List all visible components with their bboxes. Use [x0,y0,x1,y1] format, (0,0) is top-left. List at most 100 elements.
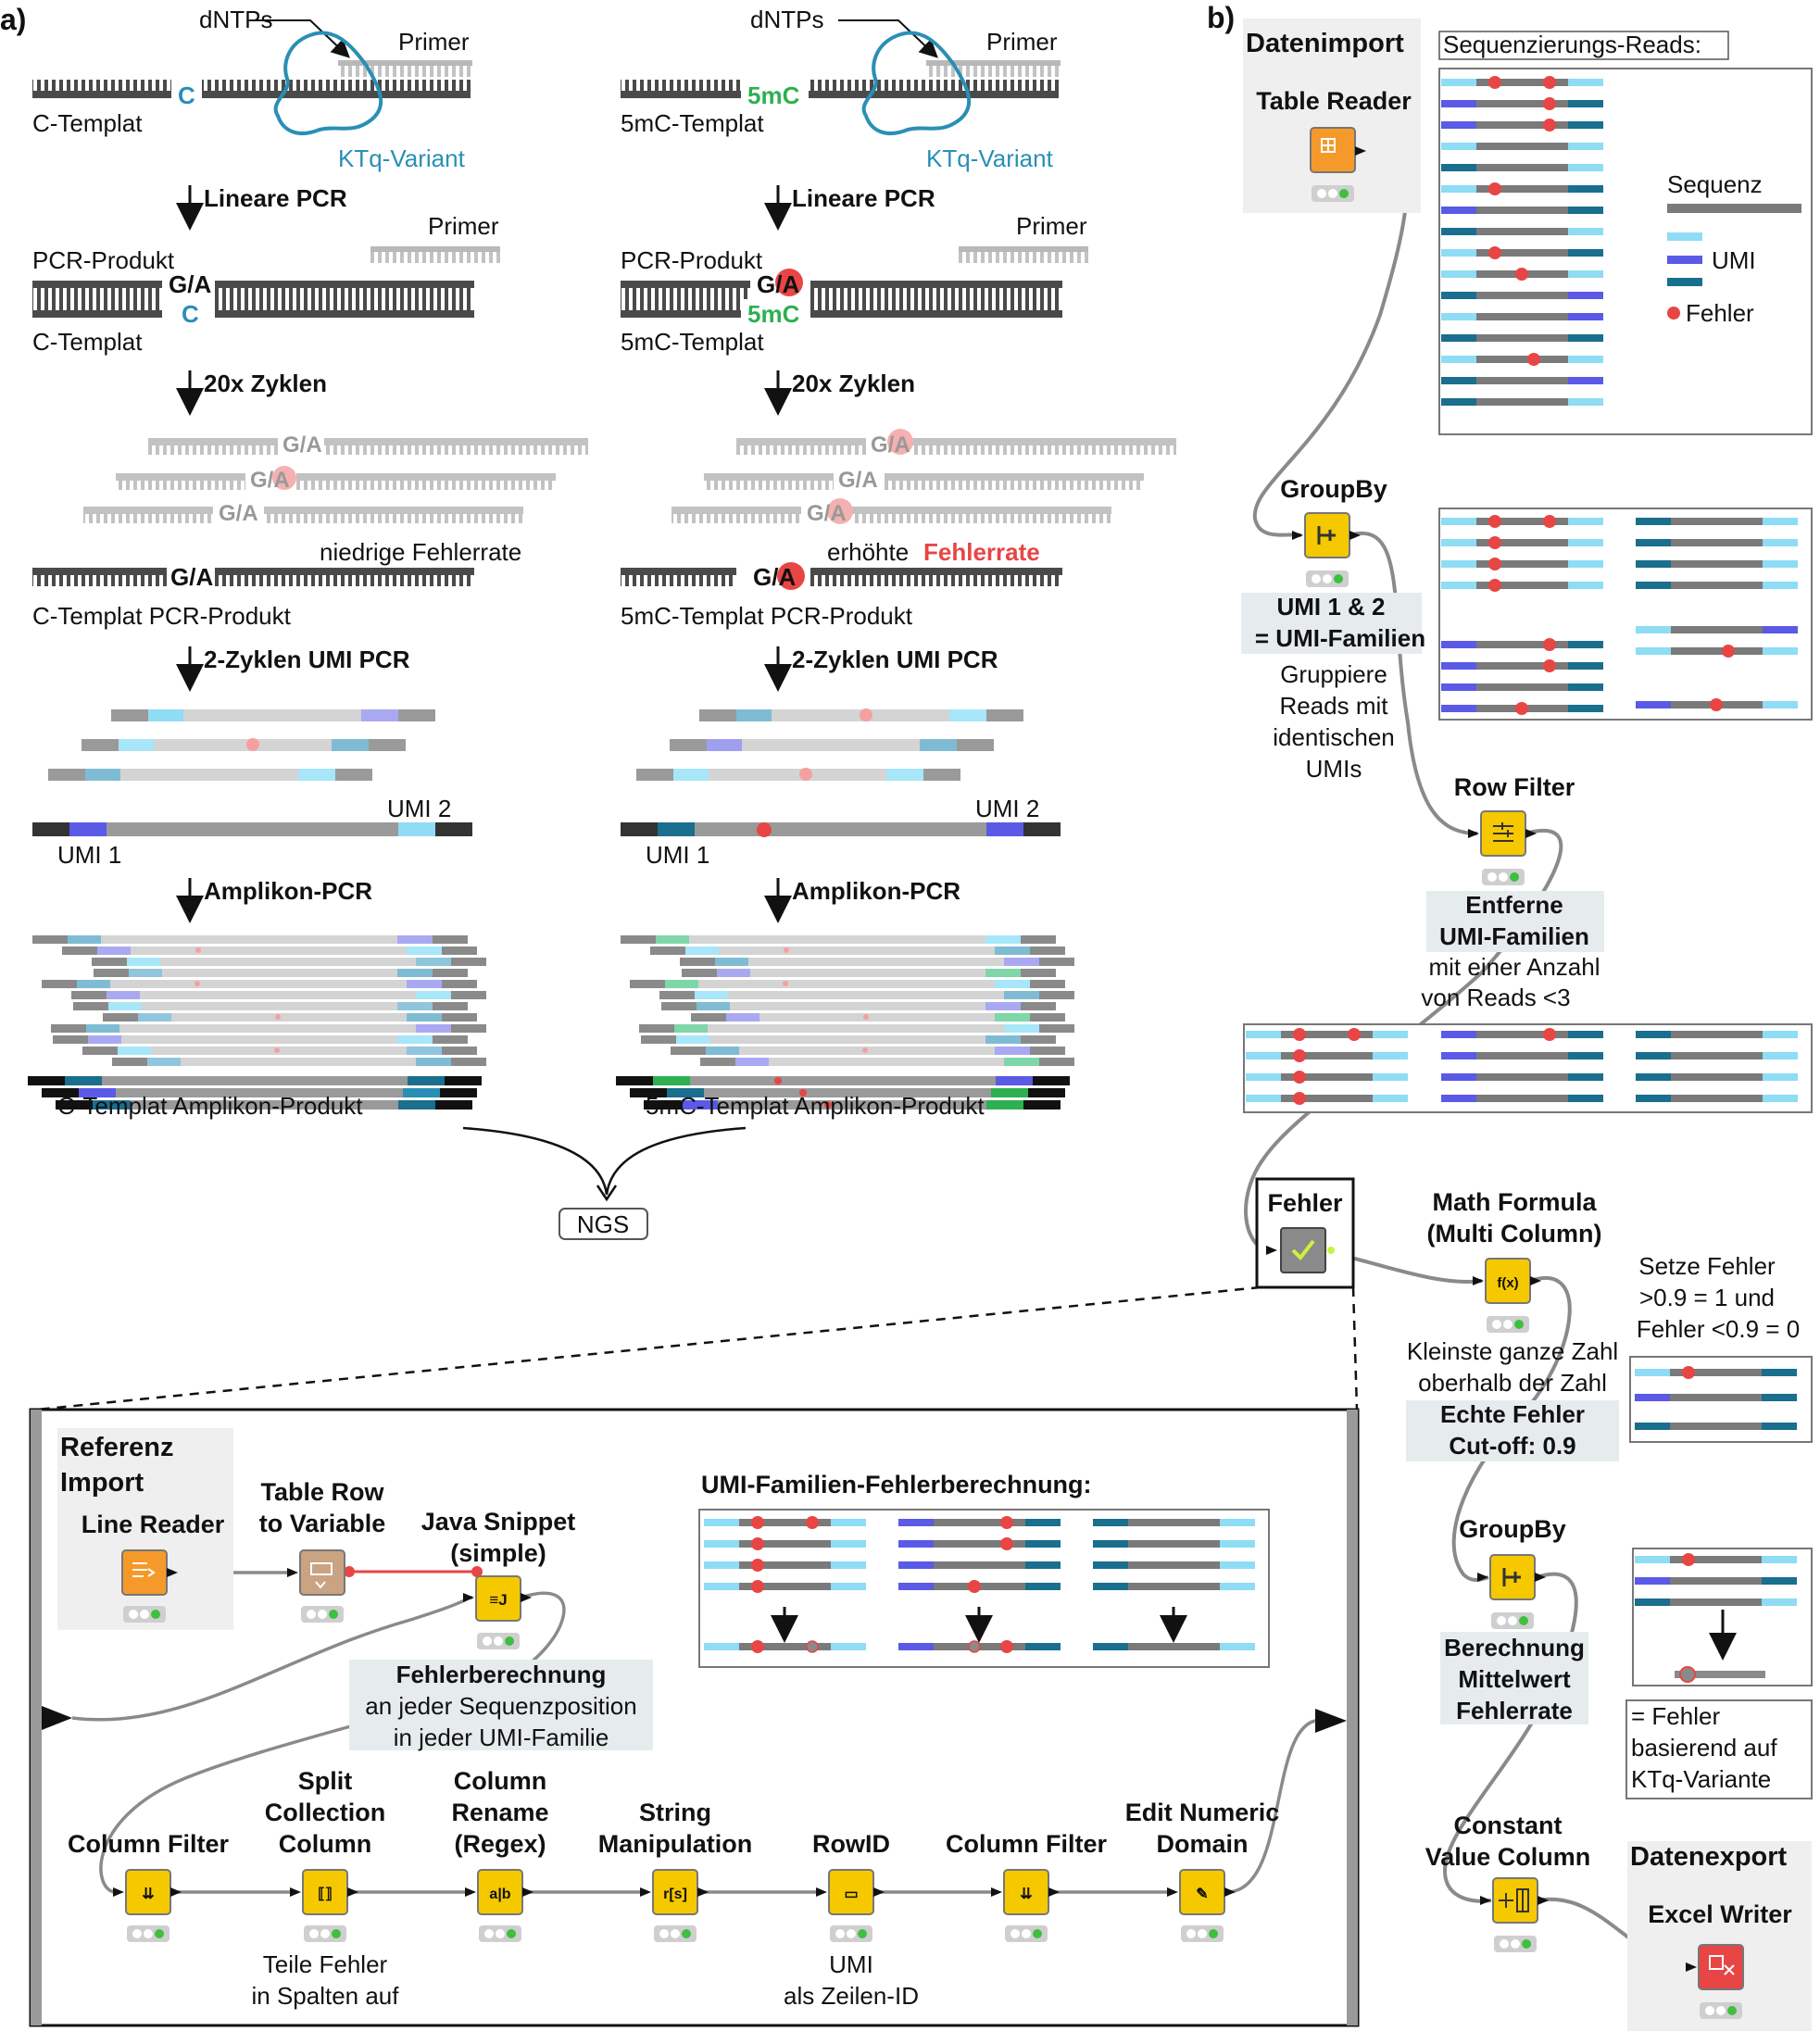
out-port[interactable] [1538,1896,1549,1905]
chain-node-1[interactable]: ⇊ [113,1869,182,1915]
cycle-strand-1b [324,438,588,445]
final-amplicon-end [630,1088,667,1097]
step-cycles-r: 20x Zyklen [792,370,915,397]
metanode-icon[interactable] [1280,1227,1326,1273]
table-row-to-variable-node[interactable] [287,1549,345,1596]
math-formula-node[interactable]: f(x) [1473,1258,1541,1304]
read-umi-right [1568,1031,1603,1038]
fb-desc-bg [349,1660,653,1750]
template-teeth-left [32,80,171,91]
trv-label-2: to Variable [259,1510,386,1537]
read [704,1540,866,1548]
amplicon-end [442,947,477,955]
chain-node-7[interactable]: ✎ [1167,1869,1236,1915]
line-reader-node[interactable] [121,1549,178,1596]
amplicon-umi [1004,958,1039,966]
chain-label-4-l2: String [639,1799,711,1826]
math-desc-b2: Cut-off: 0.9 [1449,1432,1575,1460]
error-dot [1488,76,1501,89]
final-amplicon-umi [403,1088,440,1097]
table-reader-icon[interactable] [1310,127,1356,173]
read [898,1540,1061,1548]
java-snippet-node[interactable]: ≡J [463,1575,532,1622]
read-umi-right [1568,79,1603,86]
umi1-label-r: UMI 1 [646,841,709,869]
constant-status [1494,1936,1537,1952]
in-port[interactable] [287,1568,298,1577]
chain-node-2[interactable]: ⟦⟧ [290,1869,358,1915]
excel-writer-icon[interactable] [1698,1944,1744,1990]
in-port [640,1887,651,1897]
trv-icon[interactable] [299,1549,345,1596]
zoom-line-left [36,1285,1261,1411]
read-umi-left [1636,518,1671,525]
umi2-label-r: UMI 2 [975,795,1039,822]
in-port[interactable] [1686,1962,1697,1972]
umi2-tag [986,822,1023,836]
table-reader-node[interactable] [1310,127,1366,173]
datenimport-title: Datenimport [1246,29,1404,58]
conn-java-colfilter [99,1591,566,1894]
out-port [873,1887,885,1897]
read-umi-right [1568,143,1603,150]
flow-variable-out[interactable] [344,1566,355,1577]
out-port[interactable] [1349,531,1361,540]
excel-glyph [1709,1955,1735,1975]
umi-final-read [32,822,472,836]
read-umi-left [704,1540,739,1548]
in-port[interactable] [1477,1573,1488,1582]
excel-writer-node[interactable] [1686,1944,1744,1990]
chain-node-6[interactable]: ⇊ [991,1869,1060,1915]
error-dot [1543,659,1556,672]
read-umi-right [1762,1394,1797,1401]
fehler-metanode[interactable] [1266,1227,1335,1273]
in-port[interactable] [1480,1896,1491,1905]
row-filter-node[interactable] [1468,810,1537,857]
out-port[interactable] [1535,1573,1546,1582]
read-umi-left [1093,1540,1128,1548]
read-umi-right [1373,1095,1408,1102]
in-port[interactable] [463,1593,474,1602]
umi-read [82,739,406,751]
flow-variable-in[interactable] [471,1566,483,1577]
error-dot [1543,1028,1556,1041]
constant-value-node[interactable] [1480,1877,1549,1924]
read [704,1519,866,1526]
chain-node-status [830,1925,872,1942]
legend-umi-mid [1667,256,1702,264]
amplicon-umi [735,1058,769,1066]
chain-node-5[interactable]: ▭ [816,1869,885,1915]
chain-node-status [479,1925,521,1942]
read-umi-right [1373,1031,1408,1038]
in-port[interactable] [1292,531,1303,540]
chain-node-3[interactable]: a|b [465,1869,533,1915]
template-teeth-left-r [621,80,741,91]
primer2-label-r: Primer [1016,212,1087,240]
out-port[interactable] [167,1568,178,1577]
final-amplicon-umi [991,1088,1028,1097]
out-port[interactable] [1530,1276,1541,1285]
in-port[interactable] [1473,1276,1484,1285]
final-amplicon-umi [79,1088,116,1097]
in-port [816,1887,827,1897]
final-amplicon-umi [667,1088,704,1097]
math-status [1487,1316,1529,1333]
chain-node-glyph: ⇊ [142,1887,154,1902]
read [1636,1031,1798,1038]
out-port[interactable] [1327,1247,1335,1254]
metanode-input-port[interactable] [42,1706,72,1730]
groupby2-node[interactable] [1477,1554,1546,1600]
java-label-2: (simple) [450,1539,546,1567]
sequencing-reads [1441,76,1603,406]
read-umi-right [1373,1073,1408,1081]
out-port[interactable] [1355,146,1366,156]
in-port[interactable] [1266,1246,1277,1255]
read-umi-left [1441,100,1476,107]
groupby1-node[interactable] [1292,512,1361,558]
line-reader-icon[interactable] [121,1549,168,1596]
out-port[interactable] [1525,829,1537,838]
metanode-output-port[interactable] [1315,1709,1347,1733]
out-port[interactable] [521,1593,532,1602]
chain-node-4[interactable]: r[s] [640,1869,709,1915]
in-port[interactable] [1468,829,1479,838]
